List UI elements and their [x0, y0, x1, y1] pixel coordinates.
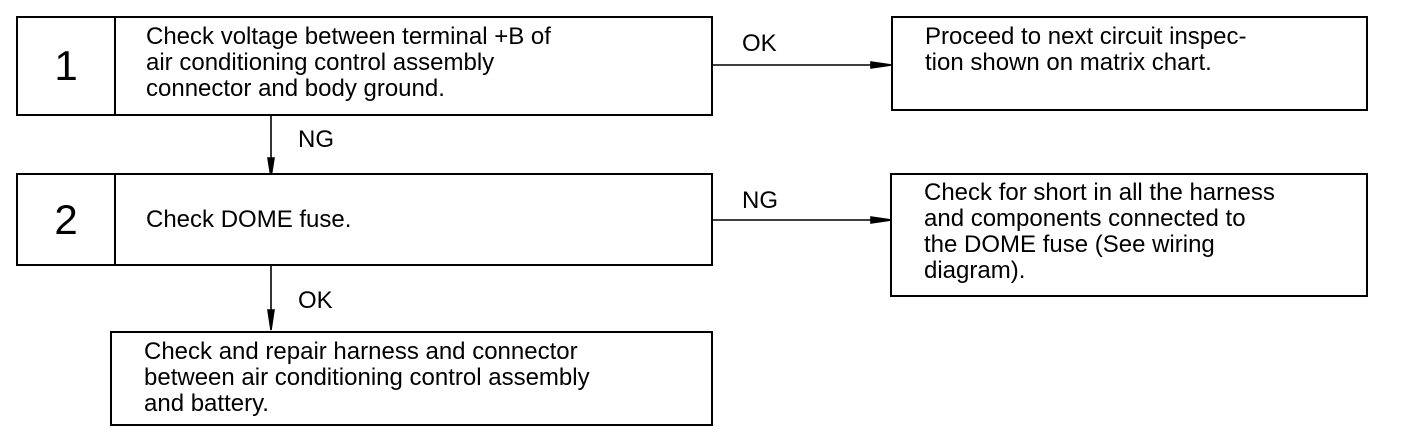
arrowhead-step1-ng — [267, 157, 275, 178]
arrowhead-step2-ng — [870, 216, 892, 224]
arrowhead-step1-ok — [870, 61, 892, 69]
step-2-box: 2 Check DOME fuse. — [16, 173, 713, 266]
step-2-text: Check DOME fuse. — [146, 205, 352, 233]
step-1-number: 1 — [18, 18, 116, 114]
step-2-ng-result: Check for short in all the harness and c… — [890, 173, 1368, 297]
step-1-text: Check voltage between terminal +B of air… — [146, 23, 551, 102]
step-1-ng-label: NG — [298, 126, 334, 153]
repair-harness-result: Check and repair harness and connector b… — [110, 331, 713, 426]
step-2-ok-label: OK — [298, 287, 333, 314]
step-2-ng-label: NG — [742, 187, 778, 214]
step-1-ok-result: Proceed to next circuit inspec- tion sho… — [891, 16, 1368, 111]
step-2-number: 2 — [18, 175, 116, 264]
step-1-ok-label: OK — [742, 30, 777, 57]
step-1-box: 1 Check voltage between terminal +B of a… — [16, 16, 713, 116]
arrowhead-step2-ok — [267, 309, 275, 331]
